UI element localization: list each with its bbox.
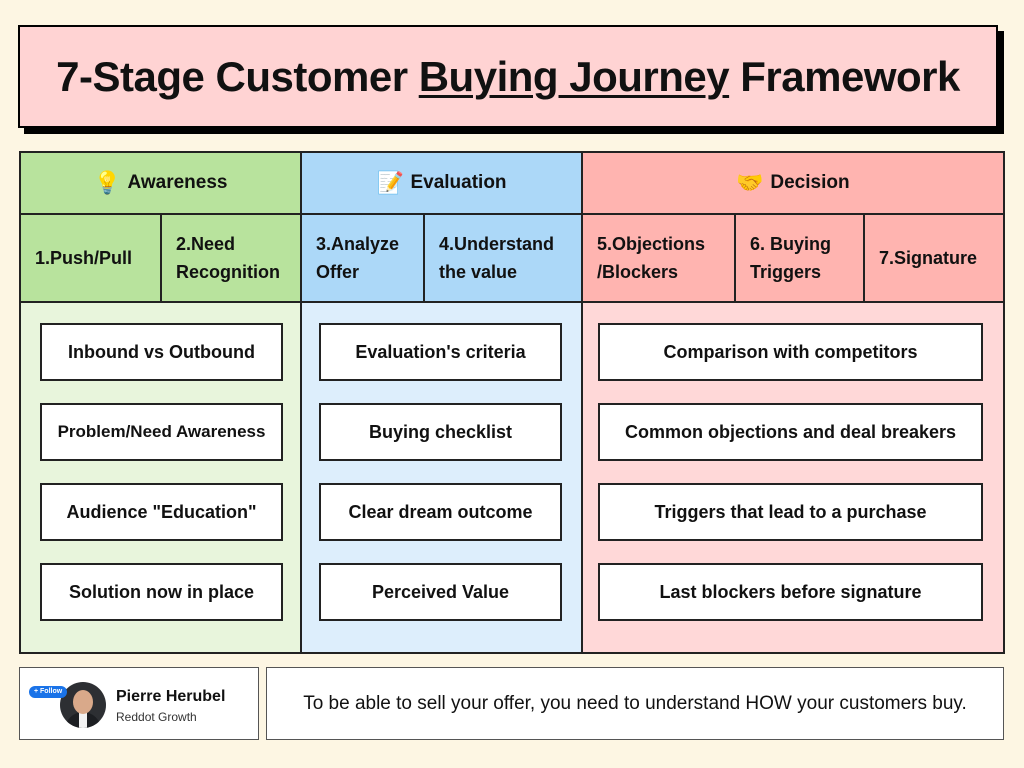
decision-stages: 5.Objections /Blockers 6. Buying Trigger… <box>583 215 1003 303</box>
card-comparison-competitors: Comparison with competitors <box>598 323 983 381</box>
title-prefix: 7-Stage Customer <box>56 52 419 100</box>
awareness-label: Awareness <box>127 172 228 193</box>
awareness-stages: 1.Push/Pull 2.Need Recognition <box>21 215 300 303</box>
awareness-header: 💡 Awareness <box>21 153 300 215</box>
card-last-blockers: Last blockers before signature <box>598 563 983 621</box>
stage-objections-blockers: 5.Objections /Blockers <box>583 215 736 301</box>
decision-cards: Comparison with competitors Common objec… <box>583 303 1003 652</box>
card-buying-checklist: Buying checklist <box>319 403 562 461</box>
card-audience-education: Audience "Education" <box>40 483 283 541</box>
evaluation-column: 📝 Evaluation 3.Analyze Offer 4.Understan… <box>302 153 583 652</box>
awareness-cards: Inbound vs Outbound Problem/Need Awarene… <box>21 303 300 652</box>
page-title: 7-Stage Customer Buying Journey Framewor… <box>56 53 960 101</box>
title-suffix: Framework <box>729 52 960 100</box>
stage-analyze-offer: 3.Analyze Offer <box>302 215 425 301</box>
handshake-icon: 🤝 <box>736 170 764 195</box>
avatar[interactable] <box>60 682 106 728</box>
author-company: Reddot Growth <box>116 710 197 724</box>
framework-grid: 💡 Awareness 1.Push/Pull 2.Need Recogniti… <box>19 151 1005 654</box>
stage-need-recognition: 2.Need Recognition <box>176 234 280 282</box>
card-perceived-value: Perceived Value <box>319 563 562 621</box>
stage-understand-value: 4.Understand the value <box>439 234 555 282</box>
card-dream-outcome: Clear dream outcome <box>319 483 562 541</box>
stage-buying-triggers: 6. Buying Triggers <box>736 215 865 301</box>
decision-header: 🤝 Decision <box>583 153 1003 215</box>
decision-label: Decision <box>770 172 850 193</box>
evaluation-cards: Evaluation's criteria Buying checklist C… <box>302 303 581 652</box>
card-solution-in-place: Solution now in place <box>40 563 283 621</box>
follow-button[interactable]: + Follow <box>29 686 68 698</box>
avatar-face <box>73 690 93 714</box>
lightbulb-icon: 💡 <box>93 170 121 195</box>
awareness-column: 💡 Awareness 1.Push/Pull 2.Need Recogniti… <box>21 153 302 652</box>
title-banner: 7-Stage Customer Buying Journey Framewor… <box>18 25 998 128</box>
evaluation-label: Evaluation <box>410 172 507 193</box>
card-inbound-outbound: Inbound vs Outbound <box>40 323 283 381</box>
title-highlight: Buying Journey <box>418 52 730 100</box>
decision-column: 🤝 Decision 5.Objections /Blockers 6. Buy… <box>583 153 1003 652</box>
author-name: Pierre Herubel <box>116 688 226 705</box>
card-evaluation-criteria: Evaluation's criteria <box>319 323 562 381</box>
card-common-objections: Common objections and deal breakers <box>598 403 983 461</box>
card-problem-need-awareness: Problem/Need Awareness <box>40 403 283 461</box>
author-card: + Follow Pierre Herubel Reddot Growth <box>19 667 259 740</box>
evaluation-stages: 3.Analyze Offer 4.Understand the value <box>302 215 581 303</box>
quote-box: To be able to sell your offer, you need … <box>266 667 1004 740</box>
stage-signature: 7.Signature <box>879 248 978 268</box>
card-purchase-triggers: Triggers that lead to a purchase <box>598 483 983 541</box>
memo-icon: 📝 <box>376 170 404 195</box>
avatar-shirt <box>79 712 87 728</box>
quote-text: To be able to sell your offer, you need … <box>303 692 967 714</box>
evaluation-header: 📝 Evaluation <box>302 153 581 215</box>
stage-push-pull: 1.Push/Pull <box>21 215 162 301</box>
